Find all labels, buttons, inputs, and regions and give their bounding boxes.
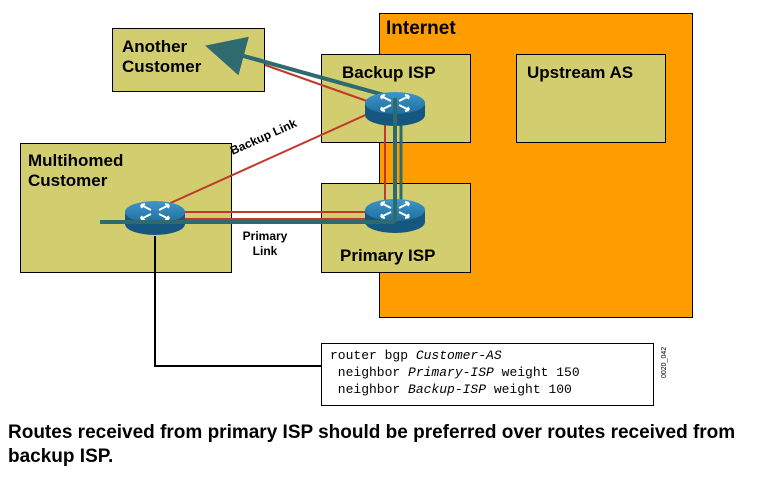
red-links <box>154 64 386 220</box>
traffic-path-overlay <box>100 98 397 224</box>
primary-link-label: Primary Link <box>236 229 294 259</box>
primary-link-label-2: Link <box>252 244 278 258</box>
multihomed-customer-box: Multihomed Customer <box>20 143 232 273</box>
backup-isp-label: Backup ISP <box>342 63 436 82</box>
config-line-1: router bgp Customer-AS <box>330 348 502 363</box>
router-multihomed-icon <box>125 201 185 235</box>
config-line-3: neighbor Backup-ISP weight 100 <box>330 382 572 397</box>
another-customer-label-1: Another <box>122 37 188 56</box>
primary-isp-label: Primary ISP <box>340 246 436 265</box>
internet-label: Internet <box>386 18 456 39</box>
another-customer-label-2: Customer <box>122 57 202 76</box>
config-connector <box>154 236 321 367</box>
figure-id: 0020_042 <box>661 346 668 378</box>
upstream-as-label: Upstream AS <box>527 63 634 82</box>
bgp-config-box: router bgp Customer-AS neighbor Primary-… <box>321 343 654 406</box>
upstream-as-box: Upstream AS <box>516 54 666 143</box>
multihomed-customer-label-1: Multihomed <box>28 151 124 170</box>
red-link-another-to-backup <box>264 64 382 107</box>
caption: Routes received from primary ISP should … <box>8 422 736 467</box>
multihomed-customer-label-2: Customer <box>28 171 108 190</box>
config-line-2: neighbor Primary-ISP weight 150 <box>330 365 580 380</box>
red-link-backup-link <box>154 107 382 211</box>
primary-link-label-1: Primary <box>242 229 288 243</box>
traffic-arrow <box>205 36 263 76</box>
